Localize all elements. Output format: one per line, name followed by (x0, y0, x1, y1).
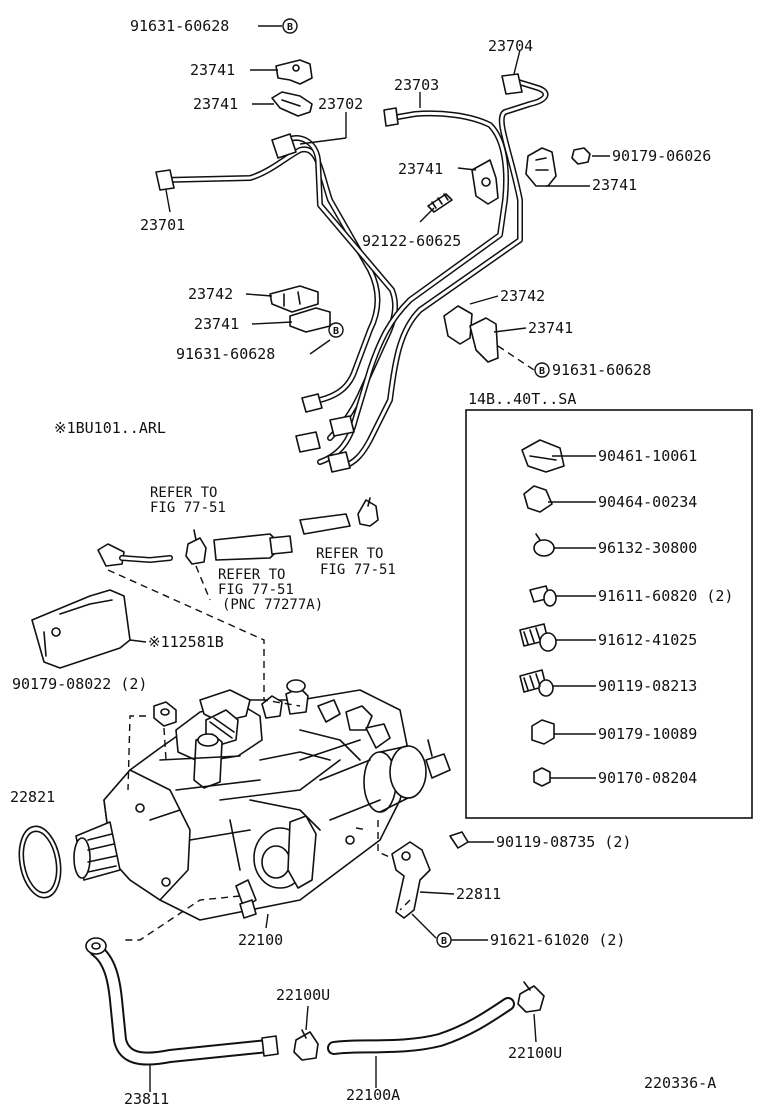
refer-1-line1: REFER TO (150, 485, 217, 501)
svg-text:B: B (441, 936, 447, 947)
refer-2-line1: REFER TO (218, 567, 285, 583)
label-figure-number: 220336-A (644, 1074, 716, 1092)
connector-pipe (213, 513, 351, 561)
hose-clamp-22100U-right (517, 981, 545, 1013)
inset-parts (465, 409, 753, 819)
leader-lines (129, 25, 610, 1092)
nut-90179-06026 (571, 147, 591, 165)
stud-92122 (427, 193, 453, 213)
label-22100a: 22100A (346, 1086, 400, 1104)
svg-text:B: B (287, 22, 293, 33)
inset-box (465, 409, 753, 819)
inset-item-3: 96132-30800 (598, 539, 697, 557)
label-1bu101-arl: ※1BU101..ARL (54, 419, 166, 437)
clamp-23741-second (271, 91, 313, 117)
hose-22100A (327, 997, 515, 1055)
refer-1-line2: FIG 77-51 (150, 500, 226, 516)
hose-clamp-22100U-left (293, 1029, 319, 1061)
b-marker-right-mid: B (534, 362, 550, 378)
o-ring-22821 (18, 825, 62, 899)
clamp-23741-top (275, 59, 313, 85)
label-23701: 23701 (140, 216, 185, 234)
label-22100u-right: 22100U (508, 1044, 562, 1062)
clamp-23741-right (525, 147, 557, 187)
label-90119-08735: 90119-08735 (2) (496, 833, 631, 851)
leak-pipe-small (97, 543, 173, 567)
inset-item-4: 91611-60820 (2) (598, 587, 733, 605)
inset-title: 14B..40T..SA (468, 390, 576, 408)
inset-item-1: 90461-10061 (598, 447, 697, 465)
label-22811: 22811 (456, 885, 501, 903)
nut-90179-08022 (153, 701, 177, 727)
svg-text:B: B (539, 366, 545, 377)
clip-refer-3 (357, 497, 379, 527)
label-92122-60625: 92122-60625 (362, 232, 461, 250)
label-112581b: ※112581B (148, 633, 224, 651)
inset-item-8: 90170-08204 (598, 769, 697, 787)
bolt-90119-08735 (449, 831, 469, 849)
label-23811: 23811 (124, 1090, 169, 1108)
label-22821: 22821 (10, 788, 55, 806)
cover-plate-112581B (31, 589, 131, 669)
inset-item-5: 91612-41025 (598, 631, 697, 649)
label-23742-right: 23742 (500, 287, 545, 305)
bracket-22811 (391, 841, 431, 919)
inset-item-6: 90119-08213 (598, 677, 697, 695)
svg-text:B: B (333, 326, 339, 337)
b-marker-top: B (282, 18, 298, 34)
clamp-23742-right (443, 305, 473, 345)
refer-3-line2: FIG 77-51 (320, 562, 396, 578)
clamp-23741-mid (471, 159, 499, 205)
injection-pipes (155, 73, 549, 473)
clamp-23741-right-lower (469, 317, 499, 363)
inset-labels: 14B..40T..SA 90461-10061 90464-00234 961… (468, 390, 733, 787)
refer-2-line2: FIG 77-51 (218, 582, 294, 598)
label-91631-60628-top: 91631-60628 (130, 17, 229, 35)
label-90179-06026: 90179-06026 (612, 147, 711, 165)
part-labels: 91631-60628 23741 23741 23702 23704 2370… (10, 17, 716, 1108)
label-23741-f: 23741 (528, 319, 573, 337)
clamp-23742-left (269, 285, 319, 313)
label-23742-left: 23742 (188, 285, 233, 303)
label-90179-08022: 90179-08022 (2) (12, 675, 147, 693)
label-91631-60628-left: 91631-60628 (176, 345, 275, 363)
inset-item-2: 90464-00234 (598, 493, 697, 511)
label-91631-60628-right: 91631-60628 (552, 361, 651, 379)
label-23741-e: 23741 (194, 315, 239, 333)
injection-pump-22100 (73, 679, 451, 921)
b-marker-left-mid: B (328, 322, 344, 338)
label-22100u-left: 22100U (276, 986, 330, 1004)
label-22100: 22100 (238, 931, 283, 949)
label-23741-b: 23741 (193, 95, 238, 113)
inset-item-7: 90179-10089 (598, 725, 697, 743)
fitting-refer-1 (185, 529, 207, 565)
b-marker-bottom: B (436, 932, 452, 948)
hose-23811 (85, 937, 279, 1066)
label-23702: 23702 (318, 95, 363, 113)
label-91621-61020: 91621-61020 (2) (490, 931, 625, 949)
label-23741-c: 23741 (398, 160, 443, 178)
label-23704: 23704 (488, 37, 533, 55)
label-23741-d: 23741 (592, 176, 637, 194)
refer-2-line3: (PNC 77277A) (222, 597, 323, 613)
refer-notes: REFER TO FIG 77-51 REFER TO FIG 77-51 (P… (150, 485, 396, 613)
dashed-guide-lines (107, 565, 411, 941)
refer-3-line1: REFER TO (316, 546, 383, 562)
label-23741-a: 23741 (190, 61, 235, 79)
label-23703: 23703 (394, 76, 439, 94)
